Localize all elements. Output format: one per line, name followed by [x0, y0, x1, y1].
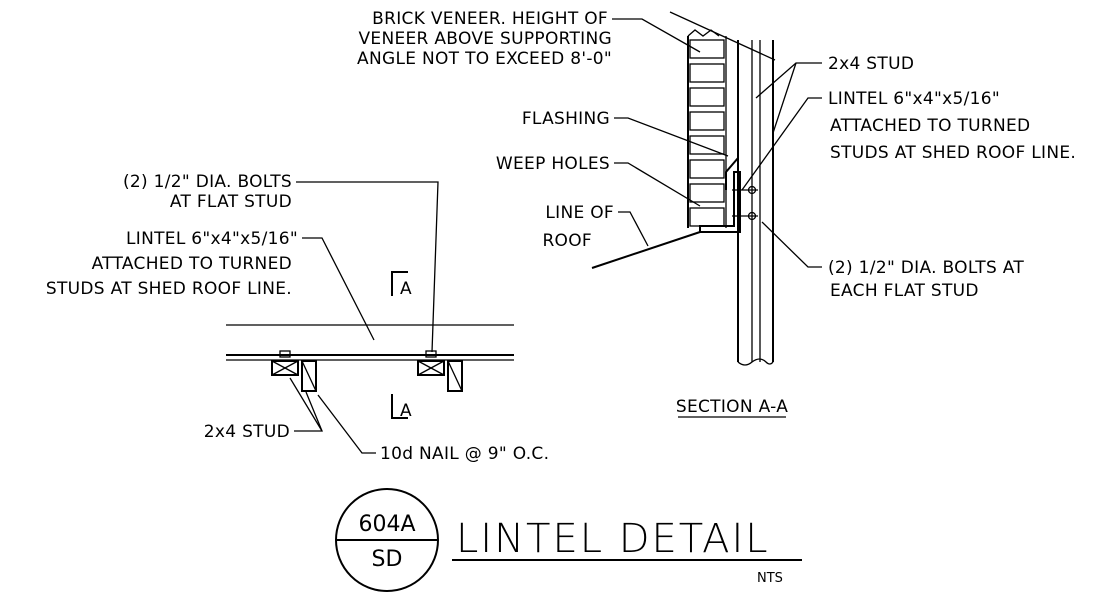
section-mark-bottom: A — [400, 401, 412, 421]
flashing — [725, 118, 739, 190]
section-a-a — [591, 11, 776, 366]
plan-lintel-label-3: STUDS AT SHED ROOF LINE. — [46, 279, 292, 299]
section-lintel-label-1: LINTEL 6"x4"x5/16" — [828, 89, 1000, 109]
plan-stud-left — [271, 350, 317, 392]
section-lintel-label-2: ATTACHED TO TURNED — [830, 116, 1030, 136]
detail-title: LINTEL DETAIL — [456, 516, 770, 562]
plan-nail-label: 10d NAIL @ 9" O.C. — [380, 444, 549, 464]
plan-stud-right — [417, 350, 463, 392]
roof-label-2: ROOF — [542, 231, 592, 251]
plan-view — [226, 271, 514, 419]
section-bolts-label-1: (2) 1/2" DIA. BOLTS AT — [828, 258, 1024, 278]
stud-wall — [669, 11, 776, 366]
sheet-number: SD — [372, 547, 403, 572]
section-bolts-label-2: EACH FLAT STUD — [830, 281, 979, 301]
plan-bolts-label-2: AT FLAT STUD — [170, 192, 292, 212]
weep-holes-label: WEEP HOLES — [496, 154, 610, 174]
plan-lintel-label-1: LINTEL 6"x4"x5/16" — [126, 229, 298, 249]
brick-veneer-label-2: VENEER ABOVE SUPPORTING — [358, 29, 612, 49]
section-stud-label: 2x4 STUD — [828, 54, 914, 74]
scale-note: NTS — [757, 571, 783, 586]
plan-lintel-label-2: ATTACHED TO TURNED — [92, 254, 292, 274]
flashing-label: FLASHING — [522, 109, 610, 129]
title-block — [335, 488, 802, 592]
plan-stud-label: 2x4 STUD — [204, 422, 290, 442]
plan-leaders — [289, 181, 439, 454]
section-lintel-label-3: STUDS AT SHED ROOF LINE. — [830, 143, 1076, 163]
section-leaders — [612, 18, 822, 268]
section-mark-top: A — [400, 279, 412, 299]
roof-label-1: LINE OF — [545, 203, 614, 223]
section-title: SECTION A-A — [676, 397, 788, 417]
brick-veneer — [687, 29, 727, 228]
plan-bolts-label-1: (2) 1/2" DIA. BOLTS — [123, 172, 292, 192]
brick-veneer-label-3: ANGLE NOT TO EXCEED 8'-0" — [357, 49, 612, 69]
brick-veneer-label-1: BRICK VENEER. HEIGHT OF — [372, 9, 608, 29]
detail-number: 604A — [358, 512, 415, 537]
roof-line — [591, 231, 701, 269]
